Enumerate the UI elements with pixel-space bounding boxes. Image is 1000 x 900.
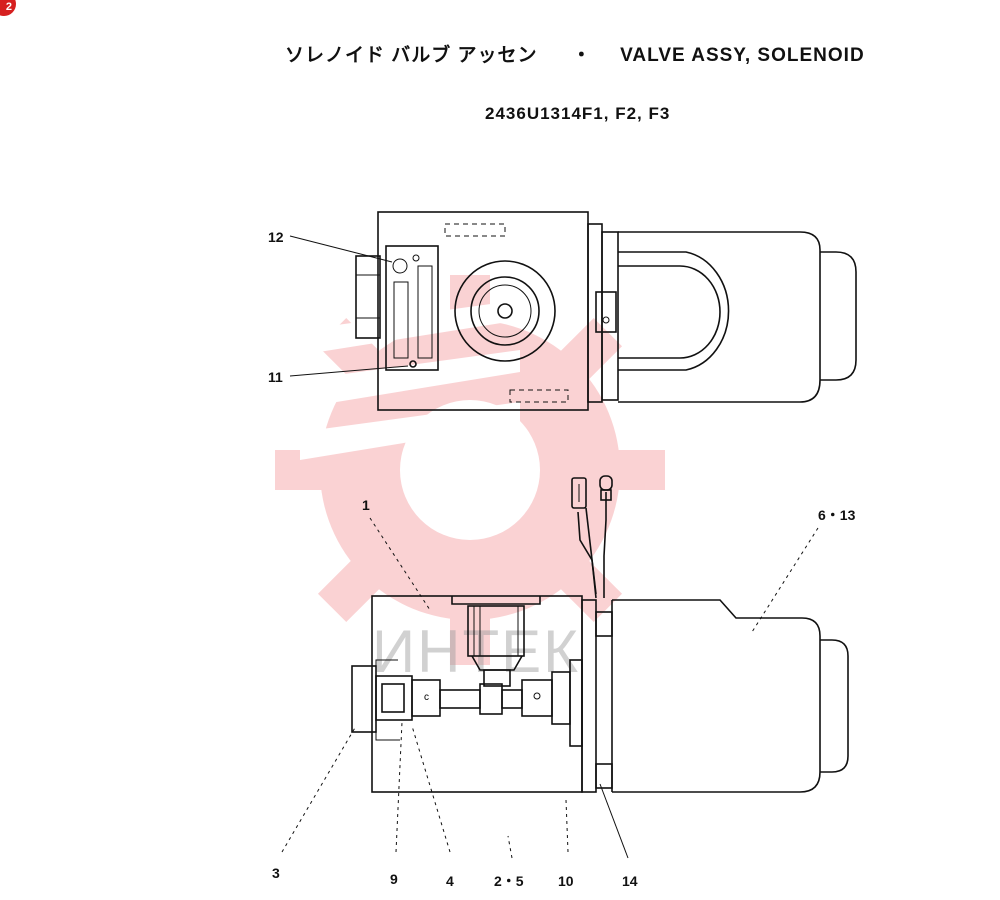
callout-3: 3 [272, 865, 280, 881]
callout-12: 12 [268, 229, 284, 245]
leader-lines [281, 235, 819, 859]
callout-9: 9 [390, 871, 398, 887]
u-bracket-inner [618, 265, 721, 359]
spool-sleeve-inner [381, 683, 405, 713]
callout-1: 1 [362, 497, 370, 513]
spool-land-3 [521, 679, 553, 717]
callout-2-5: 2・5 [494, 873, 524, 889]
top-solenoid-cap [820, 251, 857, 381]
terminal-flat [571, 477, 587, 509]
callout-4: 4 [446, 873, 454, 889]
port-center [497, 303, 513, 319]
name-plate [385, 245, 439, 371]
title-separator: ・ [571, 45, 592, 66]
port-ring-inner [478, 284, 532, 338]
side-connector-bottom [595, 763, 613, 789]
plate-circle-small [412, 254, 420, 262]
top-hidden-slot-lower [509, 389, 569, 403]
title-english: VALVE ASSY, SOLENOID [620, 45, 865, 66]
terminal-round-body [600, 489, 612, 501]
plate-rivet [409, 360, 417, 368]
spool-stem-1 [439, 689, 481, 709]
svg-text:c: c [424, 692, 429, 703]
u-bracket-outer [618, 251, 730, 371]
side-top-port [451, 596, 541, 605]
side-solenoid-housing [612, 599, 821, 793]
plate-circle-large [392, 258, 408, 274]
title-japanese: ソレノイド バルブ アッセン [285, 45, 538, 66]
side-flange [581, 599, 597, 793]
port-ring [470, 276, 540, 346]
watermark-text: ИНТЕК [372, 618, 580, 685]
drawing-title: ソレノイド バルブ アッセン ・ VALVE ASSY, SOLENOID [285, 40, 865, 67]
port-outer [454, 260, 556, 362]
callout-14: 14 [622, 873, 638, 889]
top-hidden-slot-upper [444, 223, 506, 237]
top-connector-block [595, 291, 617, 333]
spool-land-2 [479, 683, 503, 715]
callout-10: 10 [558, 873, 574, 889]
top-flange-2 [601, 231, 619, 401]
spool-stem-2 [501, 689, 523, 709]
page-badge: 2 [0, 0, 16, 16]
top-view [355, 211, 857, 411]
callout-11: 11 [268, 369, 283, 385]
side-port-cylinder [467, 605, 525, 657]
top-solenoid-housing [618, 231, 821, 403]
lead-wires [571, 475, 613, 599]
side-view: c [351, 475, 849, 793]
watermark-logo [275, 275, 665, 665]
side-poppet [483, 669, 511, 687]
side-solenoid-cap [820, 639, 849, 773]
plate-slot-left [393, 281, 409, 359]
plate-slot-right [417, 265, 433, 359]
callout-6-13: 6・13 [818, 507, 856, 523]
part-numbers: 2436U1314F1, F2, F3 [485, 104, 671, 123]
